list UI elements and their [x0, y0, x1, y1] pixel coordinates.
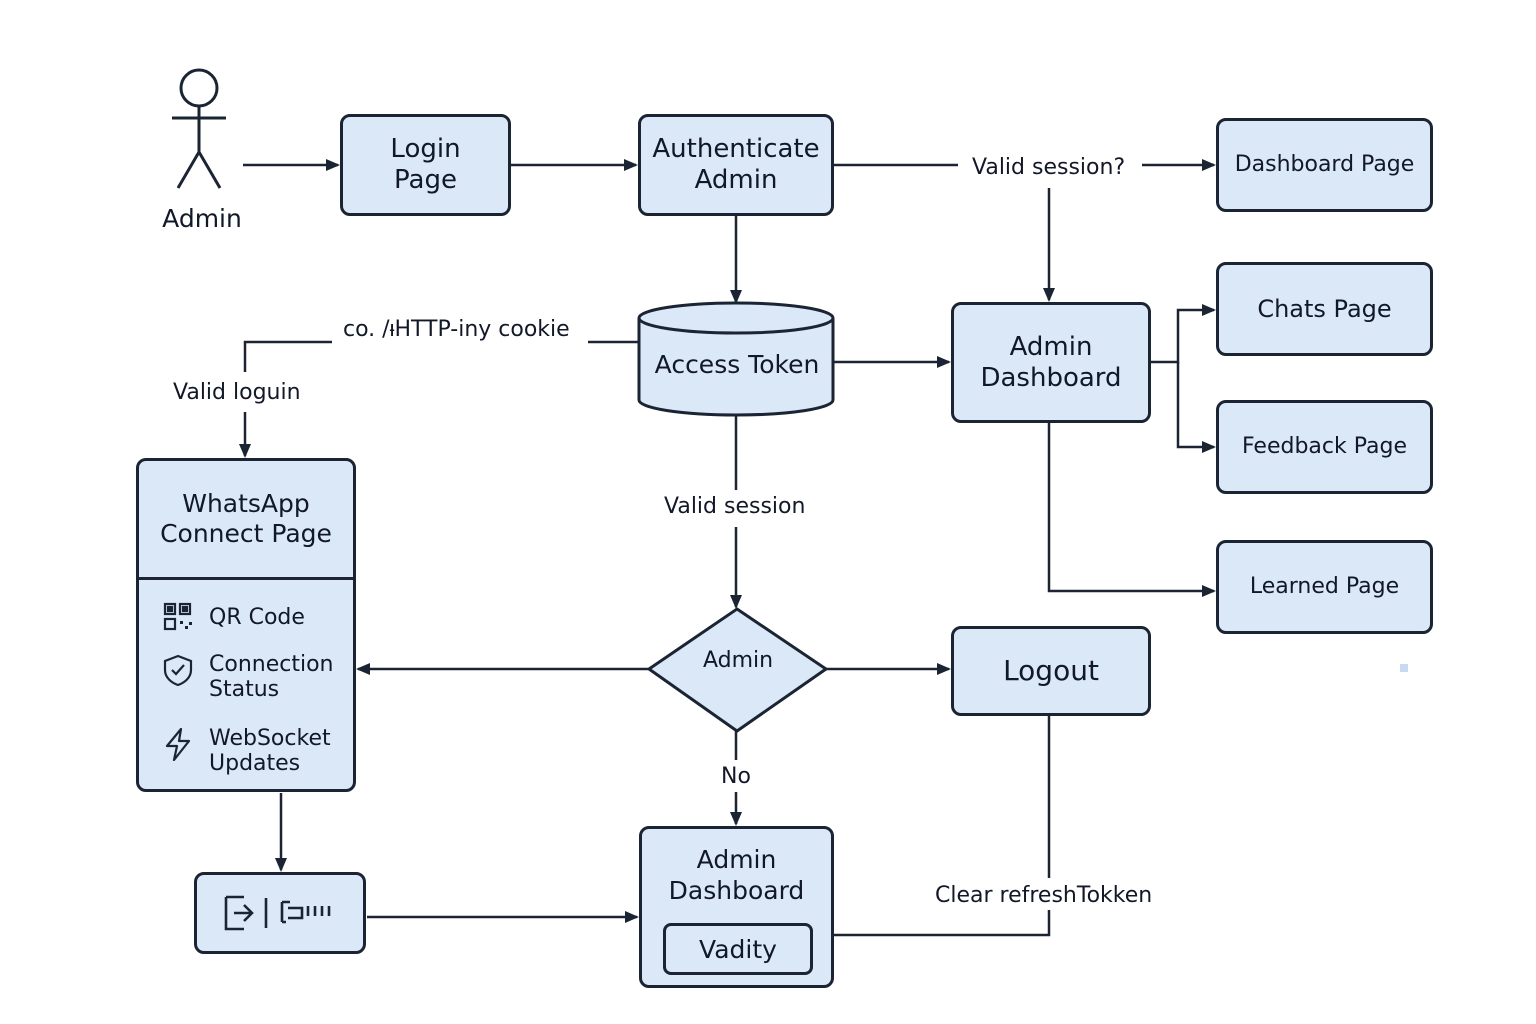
- login-arrow-icon: [224, 895, 331, 931]
- valid-login-label: Valid loguin: [173, 380, 301, 405]
- admin-decision-diamond[interactable]: [646, 607, 829, 733]
- no-label: No: [721, 764, 751, 789]
- vadity-label: Vadity: [699, 934, 777, 964]
- login-page-label: Login Page: [390, 134, 461, 195]
- admin-dashboard-bottom-label: Admin Dashboard: [668, 845, 805, 905]
- valid-session-label: Valid session: [664, 494, 806, 519]
- feedback-page-label: Feedback Page: [1241, 434, 1408, 460]
- clear-refresh-token-label: Clear refreshTokken: [935, 883, 1153, 908]
- decision-label: Admin: [702, 648, 774, 673]
- chats-page-label: Chats Page: [1257, 294, 1392, 323]
- admin-dashboard-node[interactable]: Admin Dashboard: [951, 302, 1151, 423]
- learned-page-label: Learned Page: [1249, 574, 1400, 600]
- admin-dashboard-label: Admin Dashboard: [980, 331, 1122, 393]
- admin-dashboard-bottom-node[interactable]: Admin Dashboard Vadity: [639, 826, 834, 988]
- edge-admin-dashboard-chats: [1151, 304, 1216, 364]
- websocket-updates-label: WebSocket Updates: [209, 726, 331, 777]
- edge-admin-dashboard-learned: [1047, 423, 1216, 597]
- barcode-icon: [280, 900, 331, 924]
- whatsapp-connect-node[interactable]: WhatsApp Connect Page QR Code Connection…: [136, 458, 356, 792]
- whatsapp-connect-title: WhatsApp Connect Page: [139, 461, 353, 580]
- qr-code-icon: [163, 602, 192, 631]
- lightning-icon: [165, 727, 191, 761]
- icon-action-node[interactable]: [194, 872, 366, 954]
- connection-status-label: Connection Status: [209, 652, 334, 703]
- edge-clear-admin-dashboard: [834, 910, 1051, 937]
- qr-code-label: QR Code: [209, 605, 305, 630]
- authenticate-admin-node[interactable]: Authenticate Admin: [638, 114, 834, 216]
- edge-cookie-valid-login: [243, 340, 332, 372]
- connection-status-item[interactable]: Connection Status: [161, 652, 334, 703]
- cookie-label: co. /ᵼHTTP-iny cookie: [343, 317, 570, 342]
- login-page-node[interactable]: Login Page: [340, 114, 511, 216]
- chats-page-node[interactable]: Chats Page: [1216, 262, 1433, 356]
- vadity-button[interactable]: Vadity: [663, 923, 813, 975]
- learned-page-node[interactable]: Learned Page: [1216, 540, 1433, 634]
- authenticate-admin-label: Authenticate Admin: [652, 134, 820, 195]
- logout-label: Logout: [1003, 654, 1099, 688]
- decorative-dot: [1400, 664, 1408, 672]
- title-area: [518, 40, 928, 98]
- dashboard-page-label: Dashboard Page: [1234, 152, 1415, 178]
- access-token-cylinder[interactable]: [637, 301, 835, 417]
- logout-node[interactable]: Logout: [951, 626, 1151, 716]
- access-token-label: Access Token: [654, 350, 820, 379]
- admin-actor-icon: [172, 68, 226, 189]
- edge-admin-dashboard-feedback: [1176, 362, 1216, 453]
- admin-actor-label: Admin: [162, 204, 242, 233]
- whatsapp-connect-title-text: WhatsApp Connect Page: [160, 489, 332, 548]
- websocket-updates-item[interactable]: WebSocket Updates: [161, 726, 331, 777]
- dashboard-page-node[interactable]: Dashboard Page: [1216, 118, 1433, 212]
- feedback-page-node[interactable]: Feedback Page: [1216, 400, 1433, 494]
- valid-session-question-label: Valid session?: [972, 155, 1126, 180]
- shield-check-icon: [163, 654, 193, 687]
- qr-code-item[interactable]: QR Code: [161, 601, 305, 635]
